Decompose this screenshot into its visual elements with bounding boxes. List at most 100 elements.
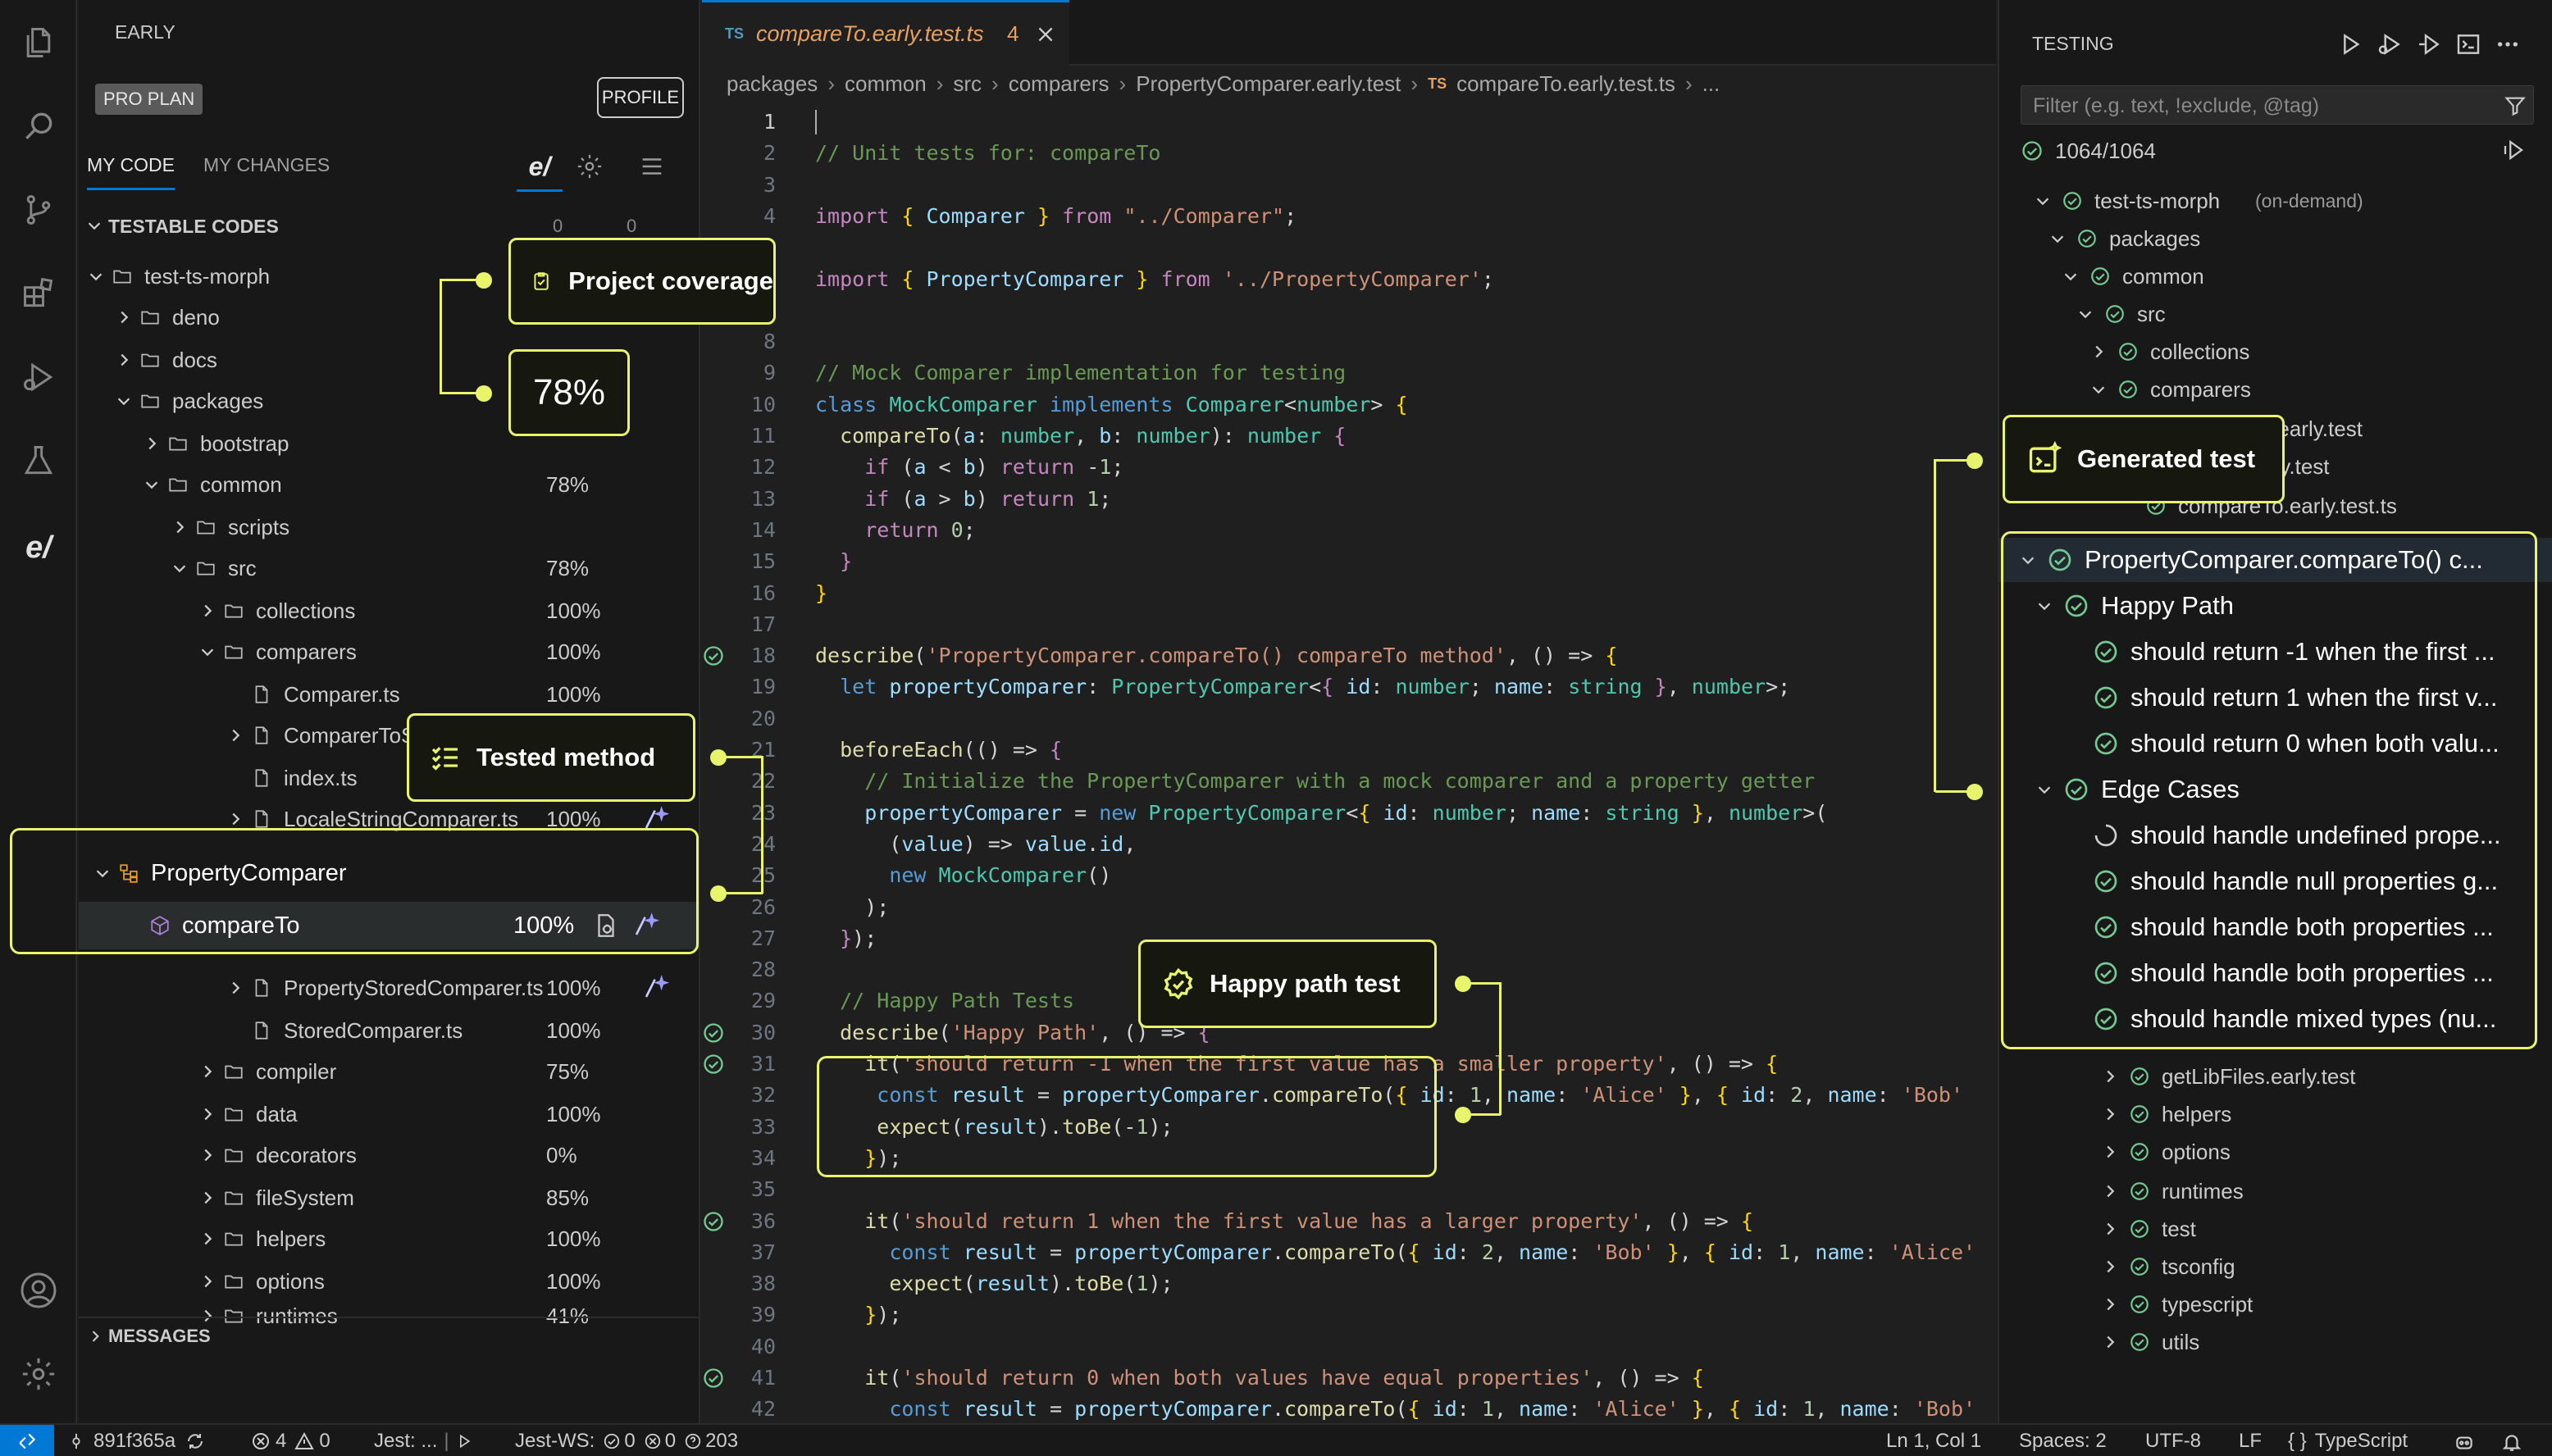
code-line[interactable]: 9// Mock Comparer implementation for tes… [702,357,1996,389]
test-passed-icon[interactable] [702,1210,725,1233]
chevron-right-icon[interactable] [143,435,161,453]
coverage-run-icon[interactable] [2416,31,2442,57]
test-tree-item[interactable]: src [1999,295,2552,333]
tab-my-changes[interactable]: MY CHANGES [203,154,330,175]
code-line[interactable]: 22 // Initialize the PropertyComparer wi… [702,766,1996,797]
chevron-right-icon[interactable] [2101,1295,2119,1313]
code-line[interactable]: 27 }); [702,923,1996,954]
filter-icon[interactable] [2504,94,2527,117]
jest-status[interactable]: Jest: ... | [374,1425,472,1456]
test-suite-item[interactable]: PropertyComparer.compareTo() c... [1999,538,2552,582]
test-tree-item[interactable]: collections [1999,333,2552,371]
terminal-icon[interactable] [2455,31,2481,57]
problems-status[interactable]: 4 0 [251,1425,330,1456]
code-line[interactable]: 15 } [702,546,1996,577]
chevron-down-icon[interactable] [2035,597,2053,615]
tree-folder[interactable]: test-ts-morph [79,256,700,297]
code-line[interactable]: 19 let propertyComparer: PropertyCompare… [702,671,1996,703]
run-debug-icon[interactable] [16,354,62,400]
chevron-right-icon[interactable] [226,979,244,997]
code-line[interactable]: 28 [702,954,1996,985]
remote-indicator[interactable] [0,1425,54,1456]
run-all-icon[interactable] [2337,31,2363,57]
code-line[interactable]: 20 [702,703,1996,735]
test-tree-item[interactable]: comparers [1999,371,2552,408]
code-line[interactable]: 36 it('should return 1 when the first va… [702,1206,1996,1237]
code-line[interactable]: 32 const result = propertyComparer.compa… [702,1080,1996,1111]
code-line[interactable]: 41 it('should return 0 when both values … [702,1363,1996,1394]
breadcrumb-item[interactable]: src [953,71,982,96]
settings-icon[interactable] [16,1351,62,1397]
breadcrumb-item[interactable]: ... [1702,71,1720,96]
test-case-item[interactable]: should return 1 when the first v... [1999,676,2552,720]
test-case-item[interactable]: should return 0 when both valu... [1999,721,2552,766]
chevron-right-icon[interactable] [2101,1143,2119,1161]
early-icon[interactable]: e/ [25,530,52,565]
code-line[interactable]: 7 [702,295,1996,326]
code-line[interactable]: 8 [702,326,1996,357]
code-line[interactable]: 26 ); [702,892,1996,923]
code-line[interactable]: 34 }); [702,1143,1996,1174]
rerun-icon[interactable] [2501,138,2526,162]
play-icon[interactable] [456,1433,472,1449]
code-line[interactable]: 16} [702,578,1996,609]
tab-my-code[interactable]: MY CODE [87,154,175,190]
test-passed-icon[interactable] [702,1021,725,1044]
code-line[interactable]: 2// Unit tests for: compareTo [702,138,1996,169]
chevron-down-icon[interactable] [2062,267,2080,285]
test-tree-item[interactable]: test-ts-morph(on-demand) [1999,182,2552,220]
test-tree-item[interactable]: packages [1999,220,2552,257]
test-case-item[interactable]: should handle both properties ... [1999,951,2552,995]
tree-folder[interactable]: packages [79,380,700,421]
chevron-down-icon[interactable] [2035,780,2053,799]
indentation[interactable]: Spaces: 2 [2019,1430,2107,1452]
code-line[interactable]: 29 // Happy Path Tests [702,985,1996,1017]
close-icon[interactable] [1035,24,1056,45]
chevron-down-icon[interactable] [2089,380,2108,398]
generate-tests-icon[interactable] [592,912,620,940]
breadcrumb-item[interactable]: compareTo.early.test.ts [1456,71,1675,96]
code-line[interactable]: 3 [702,170,1996,201]
chevron-down-icon[interactable] [2034,192,2052,210]
chevron-down-icon[interactable] [2019,551,2037,569]
chevron-right-icon[interactable] [198,1272,216,1290]
more-icon[interactable] [2495,31,2521,57]
menu-icon[interactable] [638,152,666,184]
code-line[interactable]: 40 [702,1331,1996,1363]
tree-class[interactable]: PropertyComparer [79,849,700,897]
chevron-down-icon[interactable] [2048,230,2067,248]
chevron-right-icon[interactable] [198,1307,216,1325]
test-suite-item[interactable]: Happy Path [1999,584,2552,628]
test-passed-icon[interactable] [702,1367,725,1390]
chevron-down-icon[interactable] [198,643,216,661]
debug-all-icon[interactable] [2377,31,2403,57]
test-tree-item[interactable]: helpers [1999,1095,2552,1133]
chevron-right-icon[interactable] [198,1146,216,1164]
profile-button[interactable]: PROFILE [597,77,684,118]
early-tab[interactable]: e/ [517,144,563,192]
extensions-icon[interactable] [16,271,62,316]
chevron-right-icon[interactable] [198,1189,216,1207]
test-tree-item[interactable]: options [1999,1133,2552,1171]
code-line[interactable]: 25 new MockComparer() [702,860,1996,891]
code-line[interactable]: 12 if (a < b) return -1; [702,452,1996,483]
messages-header[interactable]: MESSAGES [79,1322,700,1351]
breadcrumb-item[interactable]: PropertyComparer.early.test [1136,71,1401,96]
test-tree-item[interactable]: common [1999,257,2552,295]
chevron-right-icon[interactable] [226,810,244,828]
code-line[interactable]: 24 (value) => value.id, [702,829,1996,860]
chevron-right-icon[interactable] [226,726,244,744]
test-filter-input[interactable]: Filter (e.g. text, !exclude, @tag) [2021,85,2534,125]
editor-tab[interactable]: TS compareTo.early.test.ts 4 [702,0,1069,66]
